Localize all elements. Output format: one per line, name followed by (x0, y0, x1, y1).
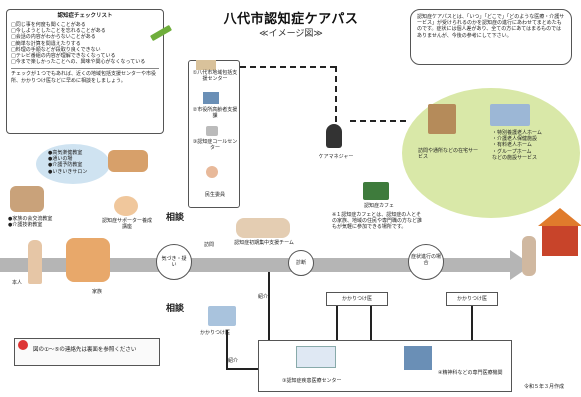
elderly-group-icon (108, 150, 148, 172)
family-doctor-box-3: かかりつけ医 (446, 292, 498, 306)
family-doctor-label-2: かかりつけ医 (341, 296, 373, 302)
home-service-label: 訪問や通所などの在宅サービス (418, 148, 479, 161)
facility-service-item: ・介護老人保健施設 (492, 136, 538, 143)
consult-label-2: 相談 (166, 304, 185, 314)
checklist-items: □同じ事を何度も聞くことがある□今しようとしたことを忘れることがある□会話の内容… (11, 22, 159, 65)
kazoku-label: 家族 (92, 289, 103, 295)
center-building-icon (196, 60, 216, 70)
house-roof-icon (538, 208, 581, 226)
care-manager-icon (326, 124, 342, 148)
community-bubble-item: ●高気楽健教室 (48, 150, 83, 156)
family-doctor-box-2: かかりつけ医 (326, 292, 388, 306)
volunteer-icon (206, 166, 218, 178)
hospital-icon-2 (404, 346, 432, 370)
clinic-icon (208, 306, 236, 326)
stage-progress-label: 症状進行の場合 (411, 254, 442, 267)
consult-label-1: 相談 (166, 213, 185, 223)
date-label: 令和５年３月作成 (524, 384, 565, 390)
footer-note: 図の①～⑤の連絡先は裏面を参照ください (33, 347, 137, 353)
community-bubble (36, 144, 110, 184)
arrow-down-4 (471, 306, 473, 342)
cafe-label: 認知症カフェ (363, 203, 394, 209)
community-bubble-item: ●通いの場 (48, 156, 73, 163)
refer-label-1: 紹介 (258, 294, 269, 300)
page-subtitle: ≪イメージ図≫ (259, 29, 323, 39)
stage-diagnosis-label: 診断 (295, 260, 306, 266)
stage-aware-label: 気づき・疑い (161, 256, 187, 269)
arrow-left-refer (226, 368, 266, 370)
family-icon (66, 238, 110, 282)
arrow-down-2 (336, 306, 338, 342)
community-bubble-item: ●介護予防教室 (48, 162, 83, 169)
community-left-items: ●家族の会交流教室●介護技術教室 (8, 216, 78, 228)
facility-service-list: ・特別養護老人ホーム・介護老人保健施設・有料老人ホーム・グループホームなどの施設… (492, 130, 562, 161)
seniors-icon (10, 186, 44, 212)
specialist-label: ④精神科などの専門医療機関 (438, 370, 503, 376)
visit-label: 訪問 (204, 242, 215, 248)
checklist-item: □同じ事を何度も聞くことがある (11, 22, 86, 28)
arrow-down-3 (370, 306, 372, 342)
honin-label: 本人 (12, 280, 23, 286)
care-manager-label: ケアマネジャー (318, 154, 354, 160)
community-bubble-items: ●高気楽健教室●通いの場●介護予防教室●いきいきサロン (48, 150, 104, 175)
arrow-vertical-refer (226, 330, 228, 370)
cafe-icon (363, 182, 389, 200)
facility-service-item: ・グループホーム (492, 148, 532, 155)
info-box: 認知症ケアパスとは、「いつ」「どこで」「どのような医療・介護サービス」が受けられ… (410, 9, 572, 65)
community-left-item: ●家族の会交流教室 (8, 216, 53, 222)
person-honin-icon (28, 240, 42, 284)
stage-circle-progress (408, 244, 444, 280)
community-bubble-item: ●いきいきサロン (48, 168, 88, 175)
dash-line-top (240, 66, 336, 68)
family-doctor-label-1: かかりつけ医 (200, 330, 231, 336)
supporter-icon (114, 196, 138, 216)
dash-line-care (350, 120, 406, 122)
elderly-person-icon (522, 236, 536, 276)
phone-icon (206, 126, 218, 136)
checklist-item: □テレビ番組の内容が理解できなくなっている (11, 53, 116, 60)
family-doctor-label-3: かかりつけ医 (456, 296, 488, 302)
stage-circle-diagnosis (288, 250, 314, 276)
checklist-box: 認知症チェックリスト □同じ事を何度も聞くことがある□今しようとしたことを忘れる… (6, 9, 164, 134)
footer-note-box: 図の①～⑤の連絡先は裏面を参照ください (14, 338, 160, 366)
page-title: 八代市認知症ケアパス (223, 12, 359, 27)
support-team-icon (236, 218, 290, 238)
stage-circle-aware (156, 244, 192, 280)
city-hall-icon (203, 92, 219, 104)
consult-item-1: ①八代市地域包括支援センター (192, 70, 238, 83)
supporter-label: 認知症サポーター養成講座 (101, 218, 152, 231)
dash-line-vertical (335, 66, 337, 122)
refer-label-2: 紹介 (228, 358, 239, 364)
pin-icon (18, 340, 28, 350)
info-text: 認知症ケアパスとは、「いつ」「どこで」「どのような医療・介護サービス」が受けられ… (417, 14, 565, 39)
checklist-title: 認知症チェックリスト (57, 13, 113, 19)
community-left-item: ●介護技術教室 (8, 222, 43, 229)
cafe-note: ※１認知症カフェとは、認知症の人とその家族、地域の住民や専門職の方など誰もが気軽… (332, 212, 423, 231)
checklist-item: □今まで楽しかったことへの、興味や関心がなくなっている (11, 59, 146, 66)
arrow-down-1 (268, 272, 270, 344)
consult-item-3: ③認知症コールセンター (192, 139, 238, 152)
checklist-item: □会話の内容がわからないことがある (11, 34, 96, 41)
support-team-label: 認知症初期集中支援チーム (234, 240, 294, 246)
consult-item-4: 民生委員 (204, 192, 225, 198)
facility-service-item: ・特別養護老人ホーム (492, 130, 542, 136)
checklist-item: □簡単な計算を間違えたりする (11, 40, 81, 47)
checklist-item: □今しようとしたことを忘れることがある (11, 28, 106, 35)
medical-center-label: ③認知症疾患医療センター (282, 378, 342, 384)
checklist-item: □料理の手順などが段取り良くできない (11, 46, 101, 53)
hospital-icon-1 (296, 346, 336, 368)
home-service-icon (428, 104, 456, 134)
progression-arrow (0, 258, 512, 272)
facility-service-item: などの施設サービス (492, 154, 538, 161)
consult-item-2: ②市役所高齢者支援課 (192, 107, 238, 120)
checklist-note: チェックが１つでもあれば、近くの地域包括支援センターや市役所、かかりつけ医などに… (11, 68, 159, 84)
facility-service-item: ・有料老人ホーム (492, 142, 532, 149)
facility-icon (490, 104, 530, 126)
house-icon (542, 226, 578, 256)
